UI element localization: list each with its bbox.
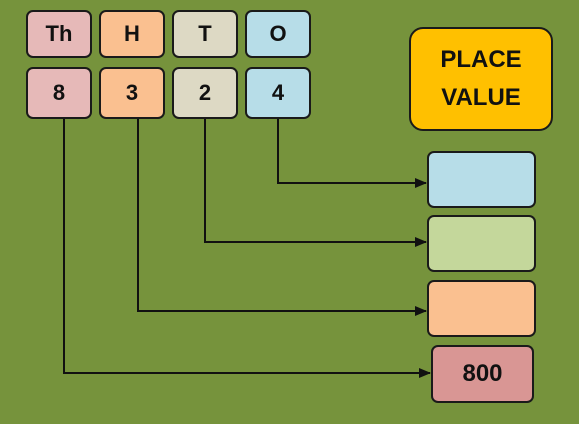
result-box-tens	[427, 215, 536, 272]
digit-hundreds: 3	[99, 67, 165, 119]
place-value-title: PLACE VALUE	[409, 27, 553, 131]
header-ones: O	[245, 10, 311, 58]
digit-thousands: 8	[26, 67, 92, 119]
result-box-ones	[427, 151, 536, 208]
digit-tens: 2	[172, 67, 238, 119]
result-box-thousands: 800	[431, 345, 534, 403]
arrow-hundreds	[137, 119, 427, 316]
result-box-hundreds	[427, 280, 536, 337]
arrow-tens	[204, 119, 427, 247]
title-line-1: PLACE	[440, 46, 522, 73]
arrow-ones	[277, 119, 427, 188]
digit-ones: 4	[245, 67, 311, 119]
header-tens: T	[172, 10, 238, 58]
header-thousands: Th	[26, 10, 92, 58]
header-hundreds: H	[99, 10, 165, 58]
arrow-thousands	[63, 119, 431, 378]
title-line-2: VALUE	[441, 84, 521, 111]
